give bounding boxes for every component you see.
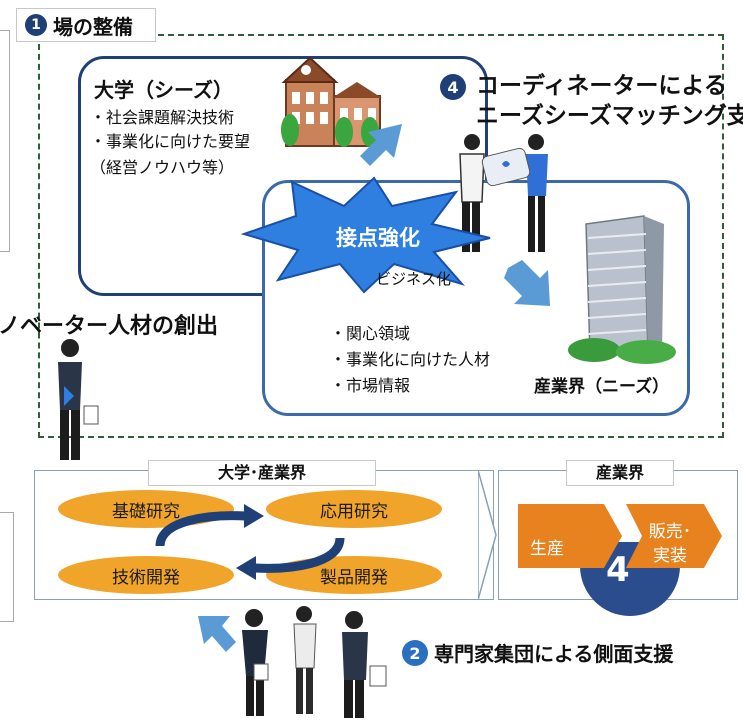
contact-label: 接点強化 <box>336 226 420 250</box>
university-heading: 大学（シーズ） <box>94 78 233 102</box>
industry-heading: 産業界（ニーズ） <box>534 377 670 397</box>
contact-strengthening-burst <box>240 176 491 294</box>
university-bullet-1: ・社会課題解決技術 <box>90 108 235 127</box>
industry-bullet-2: ・事業化に向けた人材 <box>330 350 491 369</box>
section-title-tab: 1 場の整備 <box>16 8 156 42</box>
section-title: 場の整備 <box>53 14 133 39</box>
university-bullet-3: （経営ノウハウ等） <box>90 158 235 177</box>
contact-sublabel: ビジネス化 <box>376 270 452 288</box>
industry-bullet-3: ・市場情報 <box>330 376 411 395</box>
expert-group-people-icon <box>242 606 387 718</box>
process-left-label: 大学･産業界 <box>148 460 376 486</box>
industry-bullet-1: ・関心領域 <box>330 324 411 343</box>
cycle-arrows-icon <box>155 504 345 580</box>
oval-tech-development: 技術開発 <box>58 556 234 594</box>
process-right-label: 産業界 <box>566 460 674 486</box>
innovator-heading: ノベーター人材の創出 <box>0 314 219 339</box>
support-text: 専門家集団による側面支援 <box>434 642 674 666</box>
university-bullet-2: ・事業化に向けた要望 <box>90 132 251 151</box>
left-edge-frame <box>0 30 10 252</box>
arrow-to-industry-icon <box>504 260 550 306</box>
coordinator-number-badge: 4 <box>440 74 466 100</box>
coordinator-line-1: コーディネーターによる <box>476 73 727 99</box>
left-edge-frame-lower <box>0 512 14 622</box>
industry-building-icon <box>568 215 676 364</box>
field-area-dashed-frame <box>38 34 724 438</box>
support-arrow-icon <box>198 616 236 652</box>
process-panel-arrow-tip <box>478 470 497 600</box>
box-production: 生産 <box>530 539 564 559</box>
oval-applied-research: 応用研究 <box>266 490 442 528</box>
innovator-person-icon <box>58 339 99 460</box>
box-sales-implementation: 販売･ 実装 <box>648 522 692 566</box>
coordinator-line-2: ニーズシーズマッチング支援 <box>476 103 743 129</box>
arrow-to-university-icon <box>360 124 402 166</box>
section-number-badge: 1 <box>25 14 47 36</box>
coordinator-people-icon <box>459 134 548 252</box>
process-right-chevrons <box>518 504 722 568</box>
process-right-badge: 4 <box>606 550 630 590</box>
university-building-icon <box>281 56 382 147</box>
support-number-badge: 2 <box>402 640 428 666</box>
